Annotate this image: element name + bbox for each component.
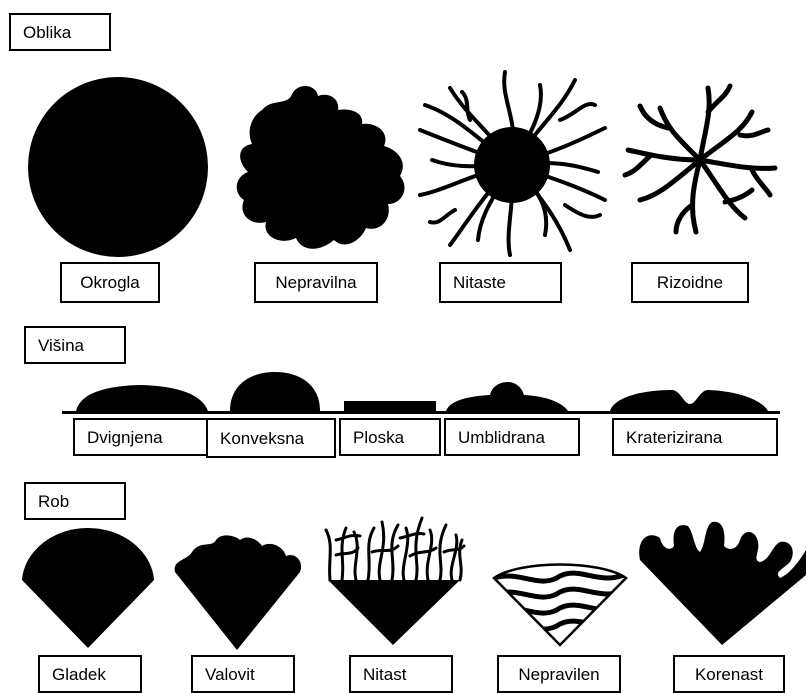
label-nitast: Nitast — [349, 655, 453, 693]
flat-elevation-shape — [344, 401, 436, 411]
filamentous-colony-shape — [420, 72, 605, 255]
baseline-line — [62, 411, 780, 414]
raised-elevation-shape — [76, 385, 208, 411]
label-kraterizirana: Kraterizirana — [612, 418, 778, 456]
irregular-margin-shape — [494, 565, 626, 646]
label-umblidrana: Umblidrana — [444, 418, 580, 456]
elevation-section-title: Višina — [24, 326, 126, 364]
entire-margin-shape — [22, 528, 154, 648]
label-konveksna: Konveksna — [206, 418, 336, 458]
round-colony-shape — [28, 77, 208, 257]
margin-section-title: Rob — [24, 482, 126, 520]
label-nitaste: Nitaste — [439, 262, 562, 303]
label-gladek: Gladek — [38, 655, 142, 693]
irregular-colony-shape — [237, 86, 405, 249]
undulate-margin-shape — [175, 535, 301, 650]
label-ploska: Ploska — [339, 418, 441, 456]
convex-elevation-shape — [230, 372, 320, 411]
label-korenast: Korenast — [673, 655, 785, 693]
umbonate-elevation-shape — [446, 382, 568, 411]
label-nepravilna: Nepravilna — [254, 262, 378, 303]
rhizoid-colony-shape — [625, 86, 775, 232]
crateriform-elevation-shape — [610, 390, 768, 411]
label-dvignjena: Dvignjena — [73, 418, 209, 456]
label-nepravilen: Nepravilen — [497, 655, 621, 693]
label-okrogla: Okrogla — [60, 262, 160, 303]
shape-section-title: Oblika — [9, 13, 111, 51]
rhizoid-margin-shape — [639, 522, 806, 645]
label-valovit: Valovit — [191, 655, 295, 693]
filamentous-margin-shape — [326, 518, 464, 645]
label-rizoidne: Rizoidne — [631, 262, 749, 303]
